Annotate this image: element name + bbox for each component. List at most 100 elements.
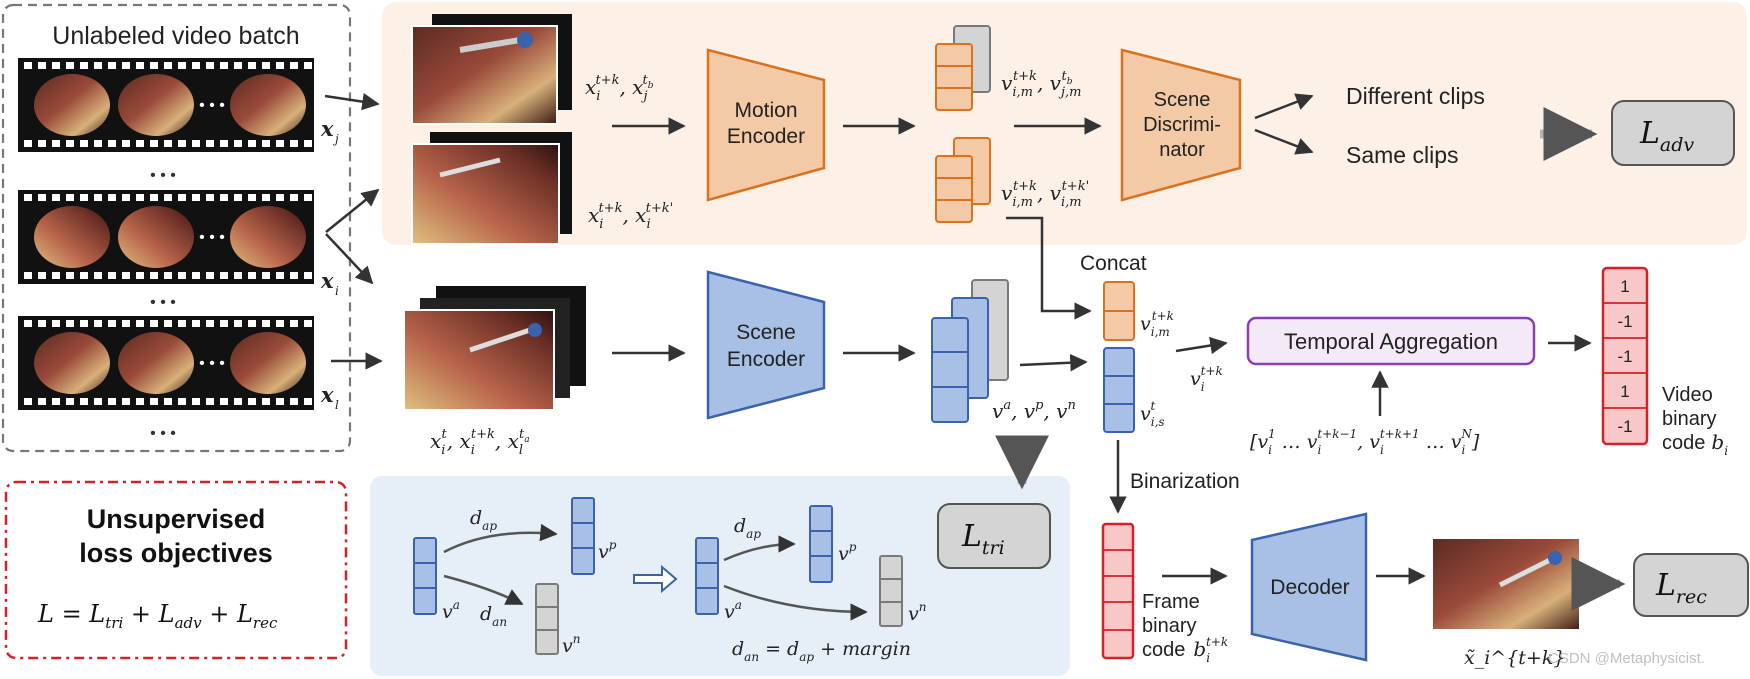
svg-text:i: i [335, 284, 339, 298]
svg-text:x: x [320, 382, 334, 407]
concat-scene-label: vi,st [1140, 399, 1165, 429]
decoder [1250, 512, 1368, 662]
scene-features [931, 279, 1009, 423]
triplet-margin-equation: dan = dap + margin [732, 638, 911, 664]
temporal-aggregation-box [1246, 316, 1536, 366]
film-strip-j: • • • [18, 58, 314, 152]
arrow-batch-to-scene-1 [325, 233, 374, 285]
svg-text:x: x [320, 268, 334, 293]
concat-label: Concat [1080, 252, 1147, 275]
frame-code-label-1: Frame [1142, 591, 1200, 613]
reconstructed-frame [1431, 537, 1581, 631]
triplet-transition-arrow [633, 564, 678, 594]
motion-output-pair-1: vi,mt+k, vj,mtb [1001, 69, 1081, 100]
arrow-batch-to-motion-2 [325, 188, 380, 233]
rec-loss-box: Lrec [1633, 553, 1749, 617]
different-clips-label: Different clips [1346, 83, 1485, 109]
strip-label-j: x j [320, 116, 339, 146]
motion-encoder [706, 48, 826, 202]
triplet-after-dap-arrow [723, 535, 796, 562]
strip-ellipsis: • • • [199, 97, 225, 114]
video-batch-box [1, 3, 352, 453]
video-code-values: 1-1-11-1 [1617, 277, 1632, 436]
svg-text:vi,mt+k, vi,mt+k': vi,mt+k, vi,mt+k' [1001, 179, 1089, 210]
arrow-motion-to-concat [1006, 216, 1092, 320]
video-code-value: -1 [1617, 312, 1632, 331]
svg-text:Ltri: Ltri [961, 519, 1005, 559]
temporal-context: [vi1 … vit+k−1, vit+k+1 … viN] [1250, 427, 1480, 457]
svg-text:L = Ltri + Ladv + Lrec: L = Ltri + Ladv + Lrec [37, 600, 278, 632]
strip-label-i: x i [320, 268, 339, 298]
batch-dots-3: • • • [150, 425, 176, 442]
triplet-after-positive [809, 505, 833, 583]
svg-text:Lrec: Lrec [1655, 568, 1707, 608]
discriminator-label-1: Scene [1154, 89, 1211, 111]
watermark: CSDN @Metaphysicist. [1548, 650, 1705, 667]
svg-text:l: l [335, 398, 339, 412]
arrow-batch-to-motion-1 [324, 92, 380, 111]
scene-encoder-label-1: Scene [736, 321, 796, 344]
video-code-label-2: binary [1662, 408, 1716, 430]
svg-text:vi,st: vi,st [1140, 399, 1165, 429]
svg-text:xit+k, xjtb: xit+k, xjtb [585, 73, 654, 104]
svg-text:[vi1 … vit+k−1, vit+k+1 … viN]: [vi1 … vit+k−1, vit+k+1 … viN] [1250, 427, 1480, 457]
same-clips-label: Same clips [1346, 142, 1458, 168]
arrow-scene-to-concat [1019, 353, 1088, 372]
motion-clip-stack-2 [411, 132, 572, 245]
motion-output-pair-2: vi,mt+k, vi,mt+k' [1001, 179, 1089, 210]
strip-ellipsis: • • • [199, 229, 225, 246]
video-code-value: -1 [1617, 347, 1632, 366]
triplet-before-anchor [413, 537, 437, 615]
reconstructed-frame-label: x̃_i^{t+k} [1464, 647, 1565, 669]
motion-input-pair-1: xit+k, xjtb [585, 73, 654, 104]
svg-text:vit+k: vit+k [1190, 364, 1223, 394]
motion-clip-stack-1 [411, 14, 572, 125]
scene-encoder-label-2: Encoder [727, 348, 805, 371]
discriminator-label-2: Discrimi- [1143, 114, 1221, 136]
scene-discriminator [1120, 48, 1242, 202]
combined-feature-label: vit+k [1190, 364, 1223, 394]
loss-objectives-box [4, 480, 348, 660]
svg-text:vi,mt+k, vj,mtb: vi,mt+k, vj,mtb [1001, 69, 1081, 100]
binarization-label: Binarization [1130, 470, 1240, 493]
svg-text:va, vp, vn: va, vp, vn [992, 398, 1076, 423]
motion-features-2 [935, 137, 991, 223]
arrow-to-temporal [1175, 336, 1228, 355]
adv-loss-box: Ladv [1611, 100, 1735, 166]
temporal-aggregation-label: Temporal Aggregation [1284, 329, 1498, 354]
scene-clip-stack [403, 286, 586, 411]
video-batch-title: Unlabeled video batch [52, 22, 299, 50]
svg-text:vi,mt+k: vi,mt+k [1140, 309, 1174, 339]
loss-objectives-formula: L = Ltri + Ladv + Lrec [37, 600, 278, 632]
film-strip-i: • • • [18, 190, 314, 284]
triplet-before-positive [571, 497, 595, 575]
video-code-value: -1 [1617, 417, 1632, 436]
motion-encoder-label-2: Encoder [727, 125, 805, 148]
svg-text:dan = dap + margin: dan = dap + margin [732, 638, 911, 664]
frame-code-label-2: binary [1142, 615, 1196, 637]
loss-objectives-title-1: Unsupervised [87, 504, 266, 534]
arrow-same-clips [1254, 128, 1314, 155]
loss-objectives-title-2: loss objectives [79, 538, 273, 568]
motion-features-1 [935, 25, 991, 111]
svg-text:x: x [320, 116, 334, 141]
motion-encoder-label-1: Motion [734, 99, 797, 122]
scene-feature-labels: va, vp, vn [992, 398, 1076, 423]
video-code-label-1: Video [1662, 384, 1713, 406]
svg-text:j: j [332, 132, 339, 146]
strip-ellipsis: • • • [199, 355, 225, 372]
triplet-after-anchor [695, 537, 719, 615]
batch-dots-1: • • • [150, 167, 176, 184]
svg-text:xit, xit+k, xlta: xit, xit+k, xlta [430, 427, 530, 458]
strip-label-l: x l [320, 382, 339, 412]
triplet-before-negative [535, 583, 559, 655]
concat-scene-feature [1103, 347, 1135, 433]
tri-loss-box: Ltri [937, 503, 1051, 569]
concat-motion-label: vi,mt+k [1140, 309, 1174, 339]
svg-text:x̃_i^{t+k}: x̃_i^{t+k} [1464, 647, 1565, 669]
svg-text:Ladv: Ladv [1639, 116, 1694, 156]
scene-input-triplet: xit, xit+k, xlta [430, 427, 530, 458]
